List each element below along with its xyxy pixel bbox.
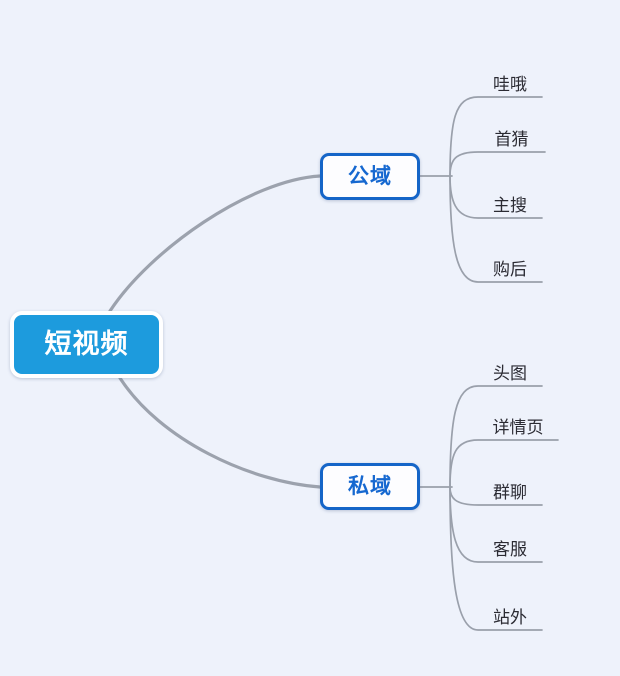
- leaf-node-label: 详情页: [492, 418, 544, 437]
- leaf-node-label: 客服: [493, 540, 527, 559]
- connector-public-leaf-4: [449, 175, 543, 283]
- connector-private-leaf-1: [449, 385, 543, 488]
- branch-node-label: 私域: [348, 474, 392, 498]
- leaf-node-private-1[interactable]: 头图: [478, 351, 542, 386]
- connector-public-leaf-1: [449, 96, 543, 177]
- leaf-node-private-4[interactable]: 客服: [478, 527, 542, 562]
- root-node[interactable]: 短视频: [10, 311, 163, 378]
- branch-node-private[interactable]: 私域: [320, 463, 420, 510]
- branch-node-label: 公域: [348, 164, 392, 188]
- leaf-node-label: 头图: [493, 364, 527, 383]
- branch-node-public[interactable]: 公域: [320, 153, 420, 200]
- leaf-node-label: 哇哦: [493, 75, 527, 94]
- leaf-node-public-2[interactable]: 首猜: [478, 117, 545, 152]
- leaf-node-private-3[interactable]: 群聊: [478, 470, 542, 505]
- connector-root-to-public: [108, 174, 322, 313]
- leaf-node-public-1[interactable]: 哇哦: [478, 62, 542, 97]
- leaf-node-private-5[interactable]: 站外: [478, 595, 542, 630]
- connector-private-leaf-2: [449, 439, 559, 488]
- leaf-node-label: 站外: [493, 608, 527, 627]
- leaf-node-label: 主搜: [493, 196, 527, 215]
- connector-private-leaf-5: [449, 486, 543, 631]
- leaf-node-label: 购后: [493, 260, 527, 279]
- leaf-node-private-2[interactable]: 详情页: [478, 405, 558, 440]
- leaf-node-label: 群聊: [493, 483, 527, 502]
- leaf-node-public-4[interactable]: 购后: [478, 247, 542, 282]
- connector-root-to-private: [118, 376, 322, 489]
- root-node-label: 短视频: [44, 329, 129, 359]
- connector-public-leaf-2: [449, 151, 546, 177]
- leaf-node-public-3[interactable]: 主搜: [478, 183, 542, 218]
- leaf-node-label: 首猜: [494, 130, 529, 149]
